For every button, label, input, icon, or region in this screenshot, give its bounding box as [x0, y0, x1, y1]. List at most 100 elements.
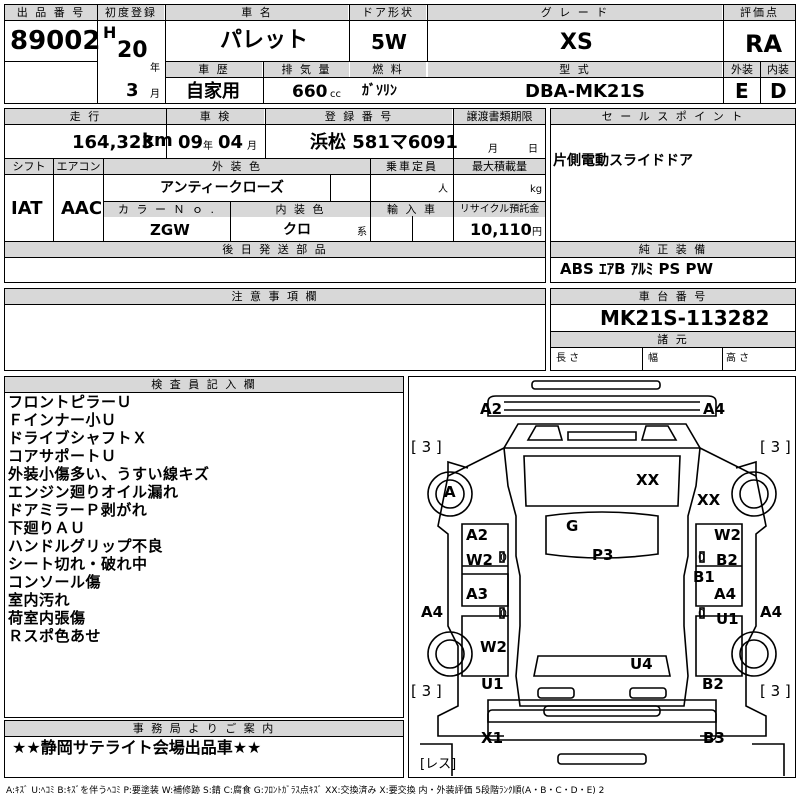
inspector-note: コンソール傷 [8, 573, 102, 591]
fuel: ｶﾞｿﾘﾝ [362, 83, 397, 99]
damage-a4-right-side: A4 [760, 603, 783, 621]
sales-label: セ ー ル ス ポ イ ン ト [551, 109, 795, 124]
history-label: 車 歴 [166, 62, 262, 77]
car-diagram-box [408, 376, 796, 778]
int-color-unit: 系 [357, 227, 367, 238]
length-label: 長 さ [556, 353, 580, 364]
lot-number: 89002 [10, 26, 101, 56]
inspection-month: 04 [218, 132, 244, 153]
damage-a2-left-door: A2 [466, 526, 489, 544]
car-name-label: 車 名 [166, 5, 348, 20]
first-reg-label: 初度登録 [98, 5, 164, 20]
office-note: ★★静岡サテライト会場出品車★★ [12, 738, 262, 757]
inspection-label: 車 検 [167, 109, 264, 124]
sales-box [550, 108, 796, 283]
grade-label: グ レ ー ド [428, 5, 722, 20]
car-diagram [420, 380, 785, 776]
inspector-note: 下廻りＡＵ [8, 519, 86, 537]
spec-label: 諸 元 [551, 332, 795, 347]
damage-u4: U4 [630, 655, 653, 673]
height-label: 高 さ [726, 353, 750, 364]
damage-u1-right-door: U1 [716, 610, 739, 628]
damage-a3-left: A3 [466, 585, 489, 603]
inspection-year: 09 [178, 132, 204, 153]
later-parts-label: 後 日 発 送 部 品 [5, 242, 545, 257]
spare-tire-status: [レス] [420, 757, 457, 772]
score: RA [745, 30, 783, 58]
transfer-month-unit: 月 [488, 144, 498, 155]
mileage: 164,323 [72, 132, 154, 153]
inspection-year-unit: 年 [203, 141, 213, 152]
zero-mark: 0 [698, 551, 705, 564]
damage-w2-left-rear: W2 [480, 638, 507, 656]
shift-label: シフト [5, 159, 53, 174]
damage-a4-right-door: A4 [714, 585, 737, 603]
office-box [4, 720, 404, 778]
damage-xx-right: XX [697, 491, 721, 509]
office-label: 事 務 局 よ り ご 案 内 [5, 721, 403, 736]
era: H [103, 23, 117, 42]
fuel-label: 燃 料 [350, 62, 426, 77]
damage-legend: A:ｷｽﾞ U:ﾍｺﾐ B:ｷｽﾞを伴うﾍｺﾐ P:要塗装 W:補修跡 S:錆 … [6, 786, 605, 796]
load-unit: kg [530, 184, 543, 195]
tread-rear-right: [ 3 ] [760, 682, 791, 700]
int-color-label: 内 装 色 [231, 202, 370, 217]
model-label: 型 式 [428, 62, 722, 77]
door-label: ドア形状 [350, 5, 426, 20]
equipment-label: 純 正 装 備 [551, 242, 795, 257]
lot-no-label: 出 品 番 号 [5, 5, 97, 20]
info-grid [4, 108, 546, 283]
zero-mark: 0 [500, 551, 507, 564]
model: DBA-MK21S [525, 81, 645, 102]
car-history: 自家用 [186, 81, 240, 102]
damage-w2-left-door: W2 [466, 551, 493, 569]
exterior-label: 外装 [724, 62, 760, 77]
displacement-label: 排 気 量 [264, 62, 349, 77]
displacement-unit: cc [330, 89, 341, 100]
inspector-note: コアサポートＵ [8, 447, 117, 465]
shift: IAT [11, 198, 43, 219]
transfer-label: 譲渡書類期限 [454, 109, 545, 124]
caution-label: 注 意 事 項 欄 [5, 289, 545, 304]
mileage-label: 走 行 [5, 109, 166, 124]
damage-u1-left-rear: U1 [481, 675, 504, 693]
capacity-unit: 人 [438, 184, 448, 195]
sales-point: 片側電動スライドドア [553, 153, 693, 169]
damage-a4-left-side: A4 [421, 603, 444, 621]
damage-x1: X1 [481, 729, 504, 747]
inspector-note: 荷室内張傷 [8, 609, 86, 627]
reg-month: 3 [126, 80, 139, 101]
recycle-fee: 10,110 [470, 220, 532, 239]
mileage-unit: km [142, 130, 173, 151]
damage-xx-roof: XX [636, 471, 660, 489]
chassis-label: 車 台 番 号 [551, 289, 795, 304]
grade: XS [560, 30, 593, 55]
damage-a4-front-right: A4 [703, 400, 726, 418]
ac: AAC [61, 198, 103, 219]
damage-p3: P3 [592, 546, 614, 564]
tread-front-left: [ 3 ] [411, 438, 442, 456]
inspector-note: フロントピラーＵ [8, 393, 133, 411]
color-no-label: カ ラ ー Ｎ ｏ . [104, 202, 230, 217]
displacement: 660 [292, 82, 328, 102]
exterior-score: E [735, 79, 749, 103]
ext-color-label: 外 装 色 [104, 159, 370, 174]
plate-label: 登 録 番 号 [266, 109, 452, 124]
import-label: 輸 入 車 [371, 202, 453, 217]
damage-b2-right-rear: B2 [702, 675, 724, 693]
plate-number: 浜松 581マ6091 [310, 132, 458, 153]
zero-mark: 0 [500, 607, 507, 620]
car-name: パレット [220, 28, 309, 53]
inspector-note: ドライブシャフトＸ [8, 429, 148, 447]
interior-label: 内装 [761, 62, 795, 77]
load-label: 最大積載量 [454, 159, 545, 174]
inspector-note: Ｆインナー小Ｕ [8, 411, 117, 429]
inspection-month-unit: 月 [247, 141, 257, 152]
damage-a2-front-left: A2 [480, 400, 503, 418]
inspector-note: シート切れ・破れ中 [8, 555, 148, 573]
damage-b2-right-door: B2 [716, 551, 738, 569]
tread-front-right: [ 3 ] [760, 438, 791, 456]
month-unit: 月 [150, 89, 160, 100]
capacity-label: 乗車定員 [371, 159, 453, 174]
damage-g: G [566, 517, 579, 535]
